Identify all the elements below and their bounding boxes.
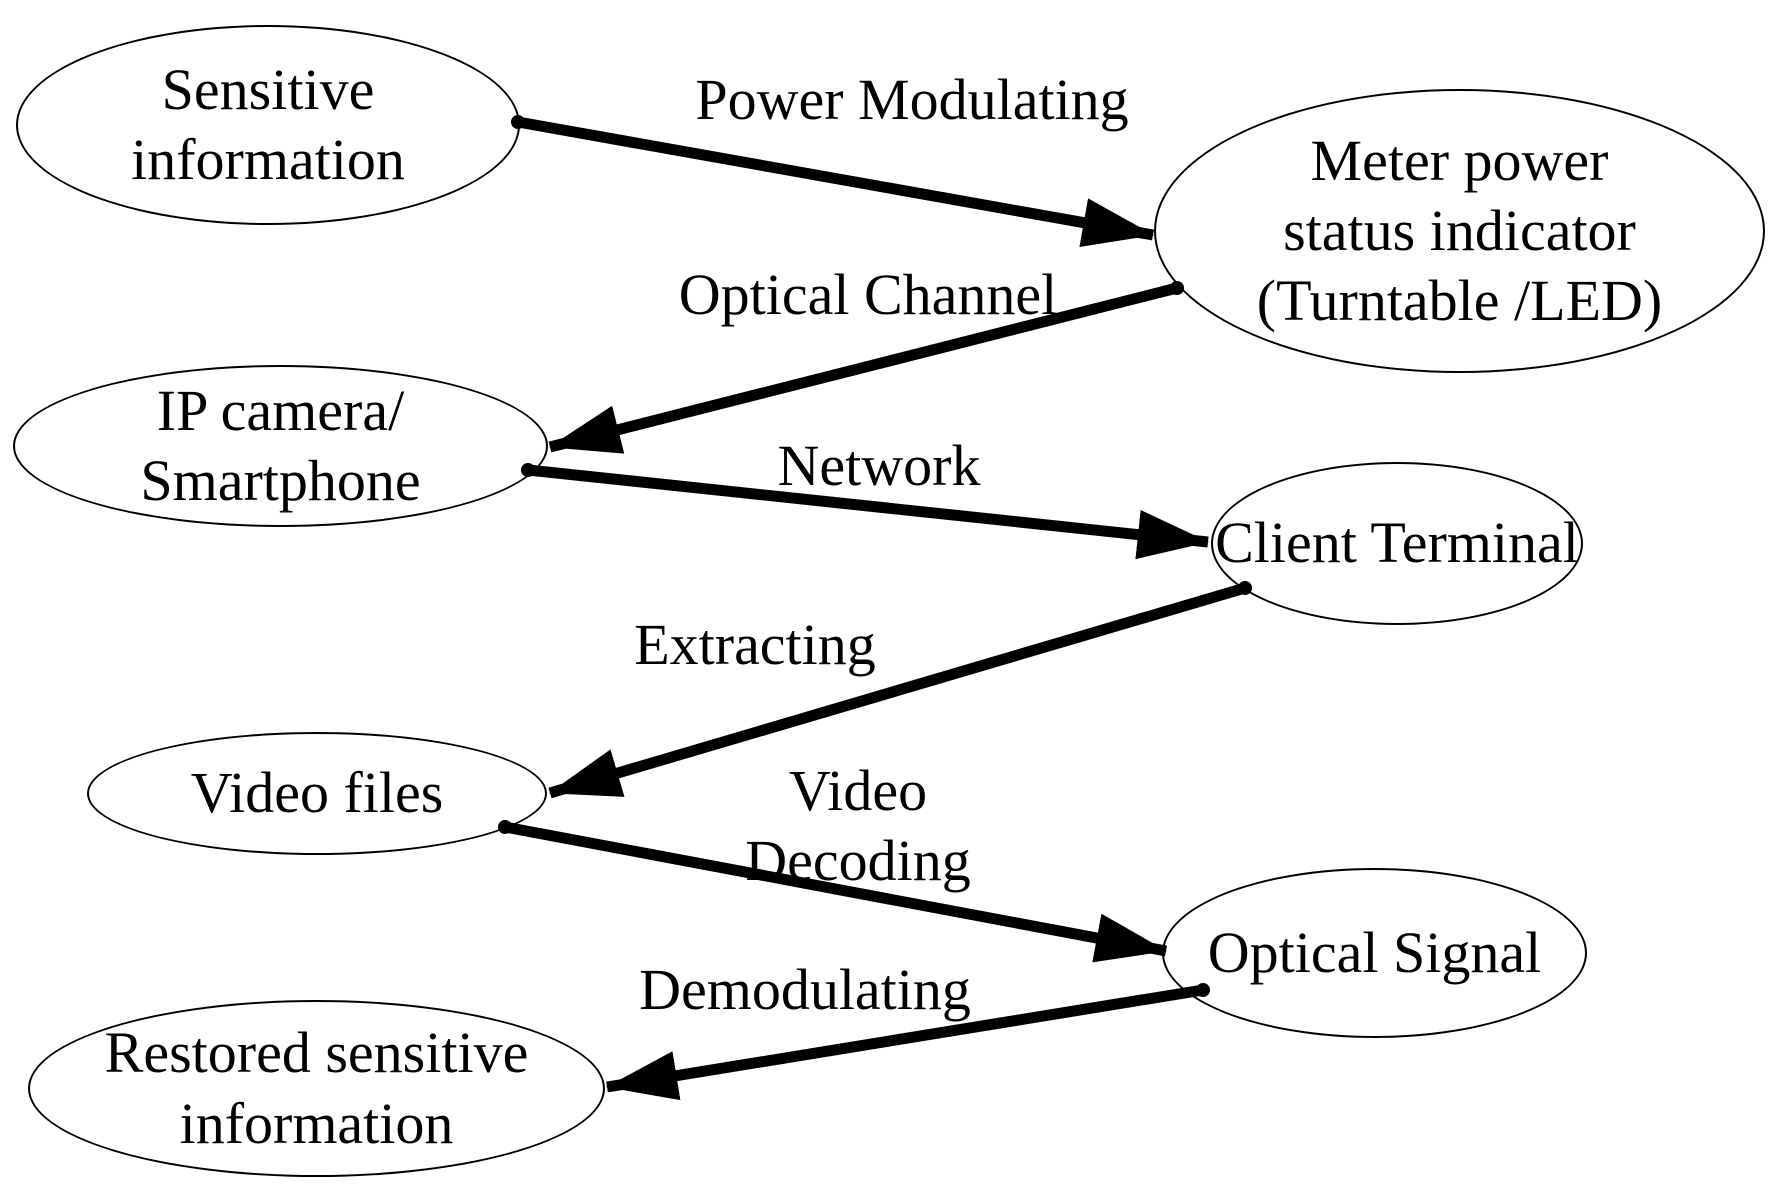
- node-video-files: Video files: [87, 732, 547, 855]
- edge-label-extracting: Extracting: [634, 611, 876, 677]
- node-sensitive-information-label: Sensitive information: [131, 56, 405, 192]
- node-optical-signal: Optical Signal: [1162, 868, 1587, 1038]
- node-video-files-label: Video files: [190, 760, 444, 826]
- edge-label-optical-channel: Optical Channel: [678, 261, 1058, 327]
- node-meter-power-status-indicator: Meter power status indicator (Turntable …: [1154, 89, 1765, 373]
- node-restored-sensitive-information: Restored sensitive information: [28, 1000, 605, 1177]
- edge-label-network: Network: [777, 432, 981, 498]
- edge-label-demodulating: Demodulating: [639, 956, 971, 1022]
- node-sensitive-information: Sensitive information: [16, 25, 520, 225]
- node-meter-power-status-indicator-label: Meter power status indicator (Turntable …: [1256, 127, 1663, 334]
- node-ip-camera-smartphone: IP camera/ Smartphone: [13, 365, 548, 527]
- node-client-terminal-label: Client Terminal: [1215, 510, 1579, 576]
- node-client-terminal: Client Terminal: [1211, 462, 1583, 625]
- node-optical-signal-label: Optical Signal: [1207, 919, 1542, 985]
- node-ip-camera-smartphone-label: IP camera/ Smartphone: [140, 377, 421, 513]
- edge-label-power-modulating: Power Modulating: [695, 66, 1129, 132]
- edge-label-video-decoding: Video Decoding: [745, 757, 971, 893]
- node-restored-sensitive-information-label: Restored sensitive information: [104, 1020, 529, 1156]
